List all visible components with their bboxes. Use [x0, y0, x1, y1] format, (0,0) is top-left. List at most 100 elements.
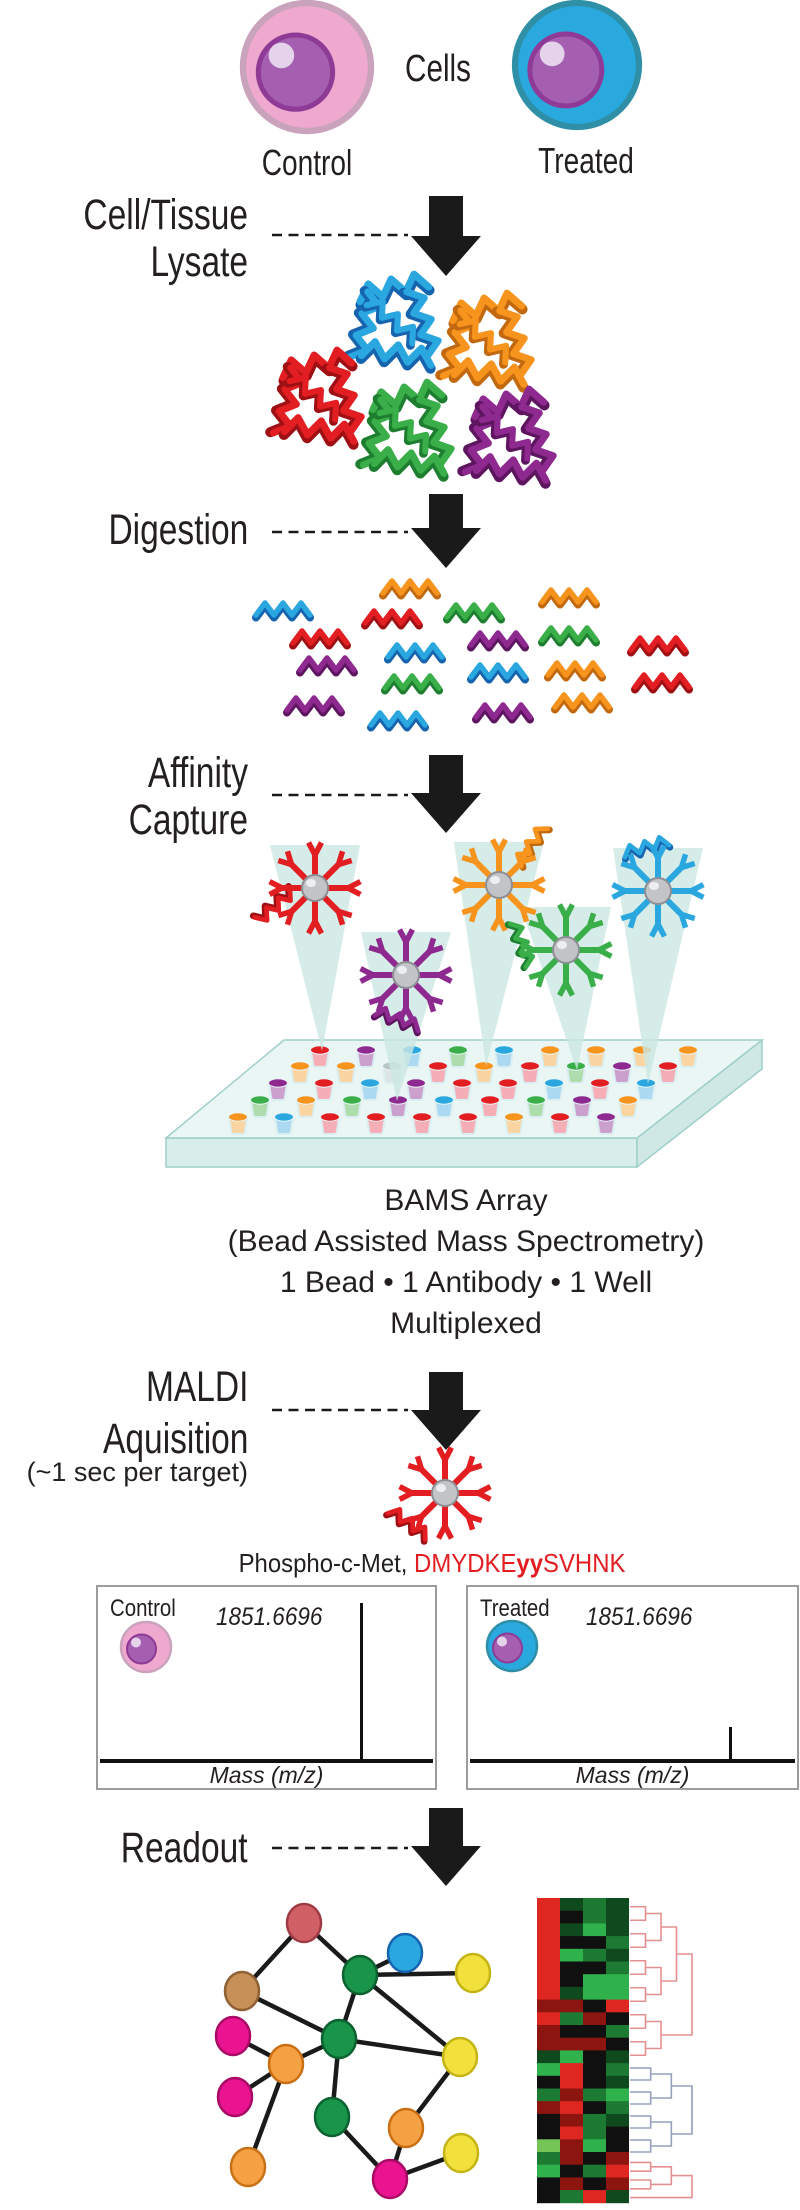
well-blue: [359, 1078, 381, 1101]
flow-arrow-affinity: [411, 755, 481, 833]
well-red: [589, 1078, 611, 1101]
peptide-helix-green: [538, 625, 600, 647]
well-blue: [493, 1045, 515, 1068]
well-red: [497, 1078, 519, 1101]
heatmap-cell: [583, 1898, 606, 1912]
network-node-netGreen: [320, 2018, 358, 2060]
heatmap-cell: [583, 2012, 606, 2026]
network-node-netGreen: [313, 2096, 351, 2138]
heatmap-cell: [606, 2190, 629, 2204]
heatmap-cell: [583, 2164, 606, 2178]
heatmap-cell: [560, 2113, 583, 2127]
heatmap-cell: [537, 2012, 560, 2026]
spectrum-peak: [729, 1727, 732, 1761]
heatmap-cell: [560, 1936, 583, 1950]
antibody-bead-red: [249, 841, 362, 935]
heatmap-cell: [606, 1923, 629, 1937]
peptide-helix-orange: [453, 317, 510, 369]
peptide-helix-purple: [283, 695, 345, 717]
bams-caption-line1: BAMS Array: [384, 1184, 548, 1217]
heatmap-cell: [537, 2075, 560, 2089]
peptide-helix-purple: [472, 702, 534, 724]
antibody-bead-green: [504, 903, 613, 997]
heatmap-cell: [606, 2075, 629, 2089]
well-red: [411, 1112, 433, 1135]
well-purple: [611, 1061, 633, 1084]
heatmap-cell: [583, 2126, 606, 2140]
heatmap-cell: [537, 1898, 560, 1912]
maldi-speed-note: (~1 sec per target): [26, 1457, 248, 1487]
heatmap-cell: [583, 1948, 606, 1962]
flow-arrow-lysate: [411, 196, 481, 276]
heatmap-cell: [606, 2139, 629, 2153]
network-node-netGreen: [341, 1954, 379, 1996]
network-node-magenta: [216, 2076, 254, 2118]
peptide-helix-green: [504, 921, 536, 972]
heatmap-cell: [583, 1910, 606, 1924]
heatmap-cell: [583, 1923, 606, 1937]
spectrum-mass-value: 1851.6696: [586, 1603, 693, 1631]
heatmap-cell: [537, 1910, 560, 1924]
spectrum-axis-label: Mass (m/z): [575, 1762, 690, 1788]
well-orange: [335, 1061, 357, 1084]
spectrum-baseline: [100, 1759, 433, 1763]
bams-caption-line2: (Bead Assisted Mass Spectrometry): [227, 1225, 705, 1258]
network-node-magenta: [214, 2015, 252, 2057]
heatmap-cell: [537, 2050, 560, 2064]
spectrum-control-cell: [119, 1620, 173, 1674]
stage-label-readout-line1: Readout: [121, 1824, 248, 1872]
stage-label-affinity-line1: Affinity: [147, 749, 248, 797]
heatmap-cell: [583, 2037, 606, 2051]
heatmap-cell: [560, 1923, 583, 1937]
peptide-helix-green: [411, 395, 455, 470]
heatmap-cell: [560, 1961, 583, 1975]
heatmap-cell: [560, 1986, 583, 2000]
heatmap-cell: [583, 2063, 606, 2077]
bams-caption-line4: Multiplexed: [390, 1307, 542, 1340]
network-edge: [358, 1973, 462, 2059]
heatmap-cell: [537, 1999, 560, 2013]
spectrum-label: Control: [110, 1595, 176, 1622]
well-purple: [355, 1045, 377, 1068]
heatmap-dendrogram: [630, 2161, 693, 2199]
network-node-netOrange: [229, 2146, 267, 2188]
target-peptide-label: Phospho-c-Met, DMYDKEyySVHNK: [202, 1548, 662, 1579]
heatmap-cell: [606, 2088, 629, 2102]
peptide-helix-blue: [367, 710, 429, 732]
heatmap-cell: [583, 2101, 606, 2115]
peptide-helix-green: [368, 378, 448, 419]
well-red: [549, 1112, 571, 1135]
heatmap-cell: [583, 1961, 606, 1975]
peptide-helix-purple: [296, 655, 358, 677]
peptide-helix-green: [368, 446, 449, 482]
plate-wells: [227, 1045, 699, 1135]
heatmap-cell: [606, 2152, 629, 2166]
heatmap-cell: [583, 1936, 606, 1950]
heatmap-cell: [583, 1986, 606, 2000]
peptide-helix-purple: [470, 453, 551, 489]
network-node-brown: [223, 1970, 261, 2012]
heatmap-cell: [537, 1923, 560, 1937]
heatmap-cell: [537, 1961, 560, 1975]
well-purple: [595, 1112, 617, 1135]
stage-label-affinity: Affinity Capture: [129, 750, 248, 844]
capture-cone: [454, 842, 544, 1066]
heatmap-cell: [606, 1936, 629, 1950]
heatmap-cell: [583, 2139, 606, 2153]
heatmap-cell: [560, 2025, 583, 2039]
well-red: [657, 1061, 679, 1084]
spectrum-mass-value: 1851.6696: [216, 1603, 323, 1631]
well-red: [479, 1095, 501, 1118]
heatmap-cell: [560, 2050, 583, 2064]
stage-label-readout: Readout: [121, 1825, 248, 1872]
well-red: [313, 1078, 335, 1101]
well-purple: [571, 1095, 593, 1118]
peptide-helix-orange: [379, 578, 441, 600]
heatmap-cell: [606, 1898, 629, 1912]
control-cell-label: Control: [261, 142, 353, 183]
heatmap-cell: [537, 2037, 560, 2051]
network-node-blue: [386, 1932, 424, 1974]
well-red: [519, 1061, 541, 1084]
protein-red: [265, 346, 365, 450]
heatmap-cell: [560, 2152, 583, 2166]
